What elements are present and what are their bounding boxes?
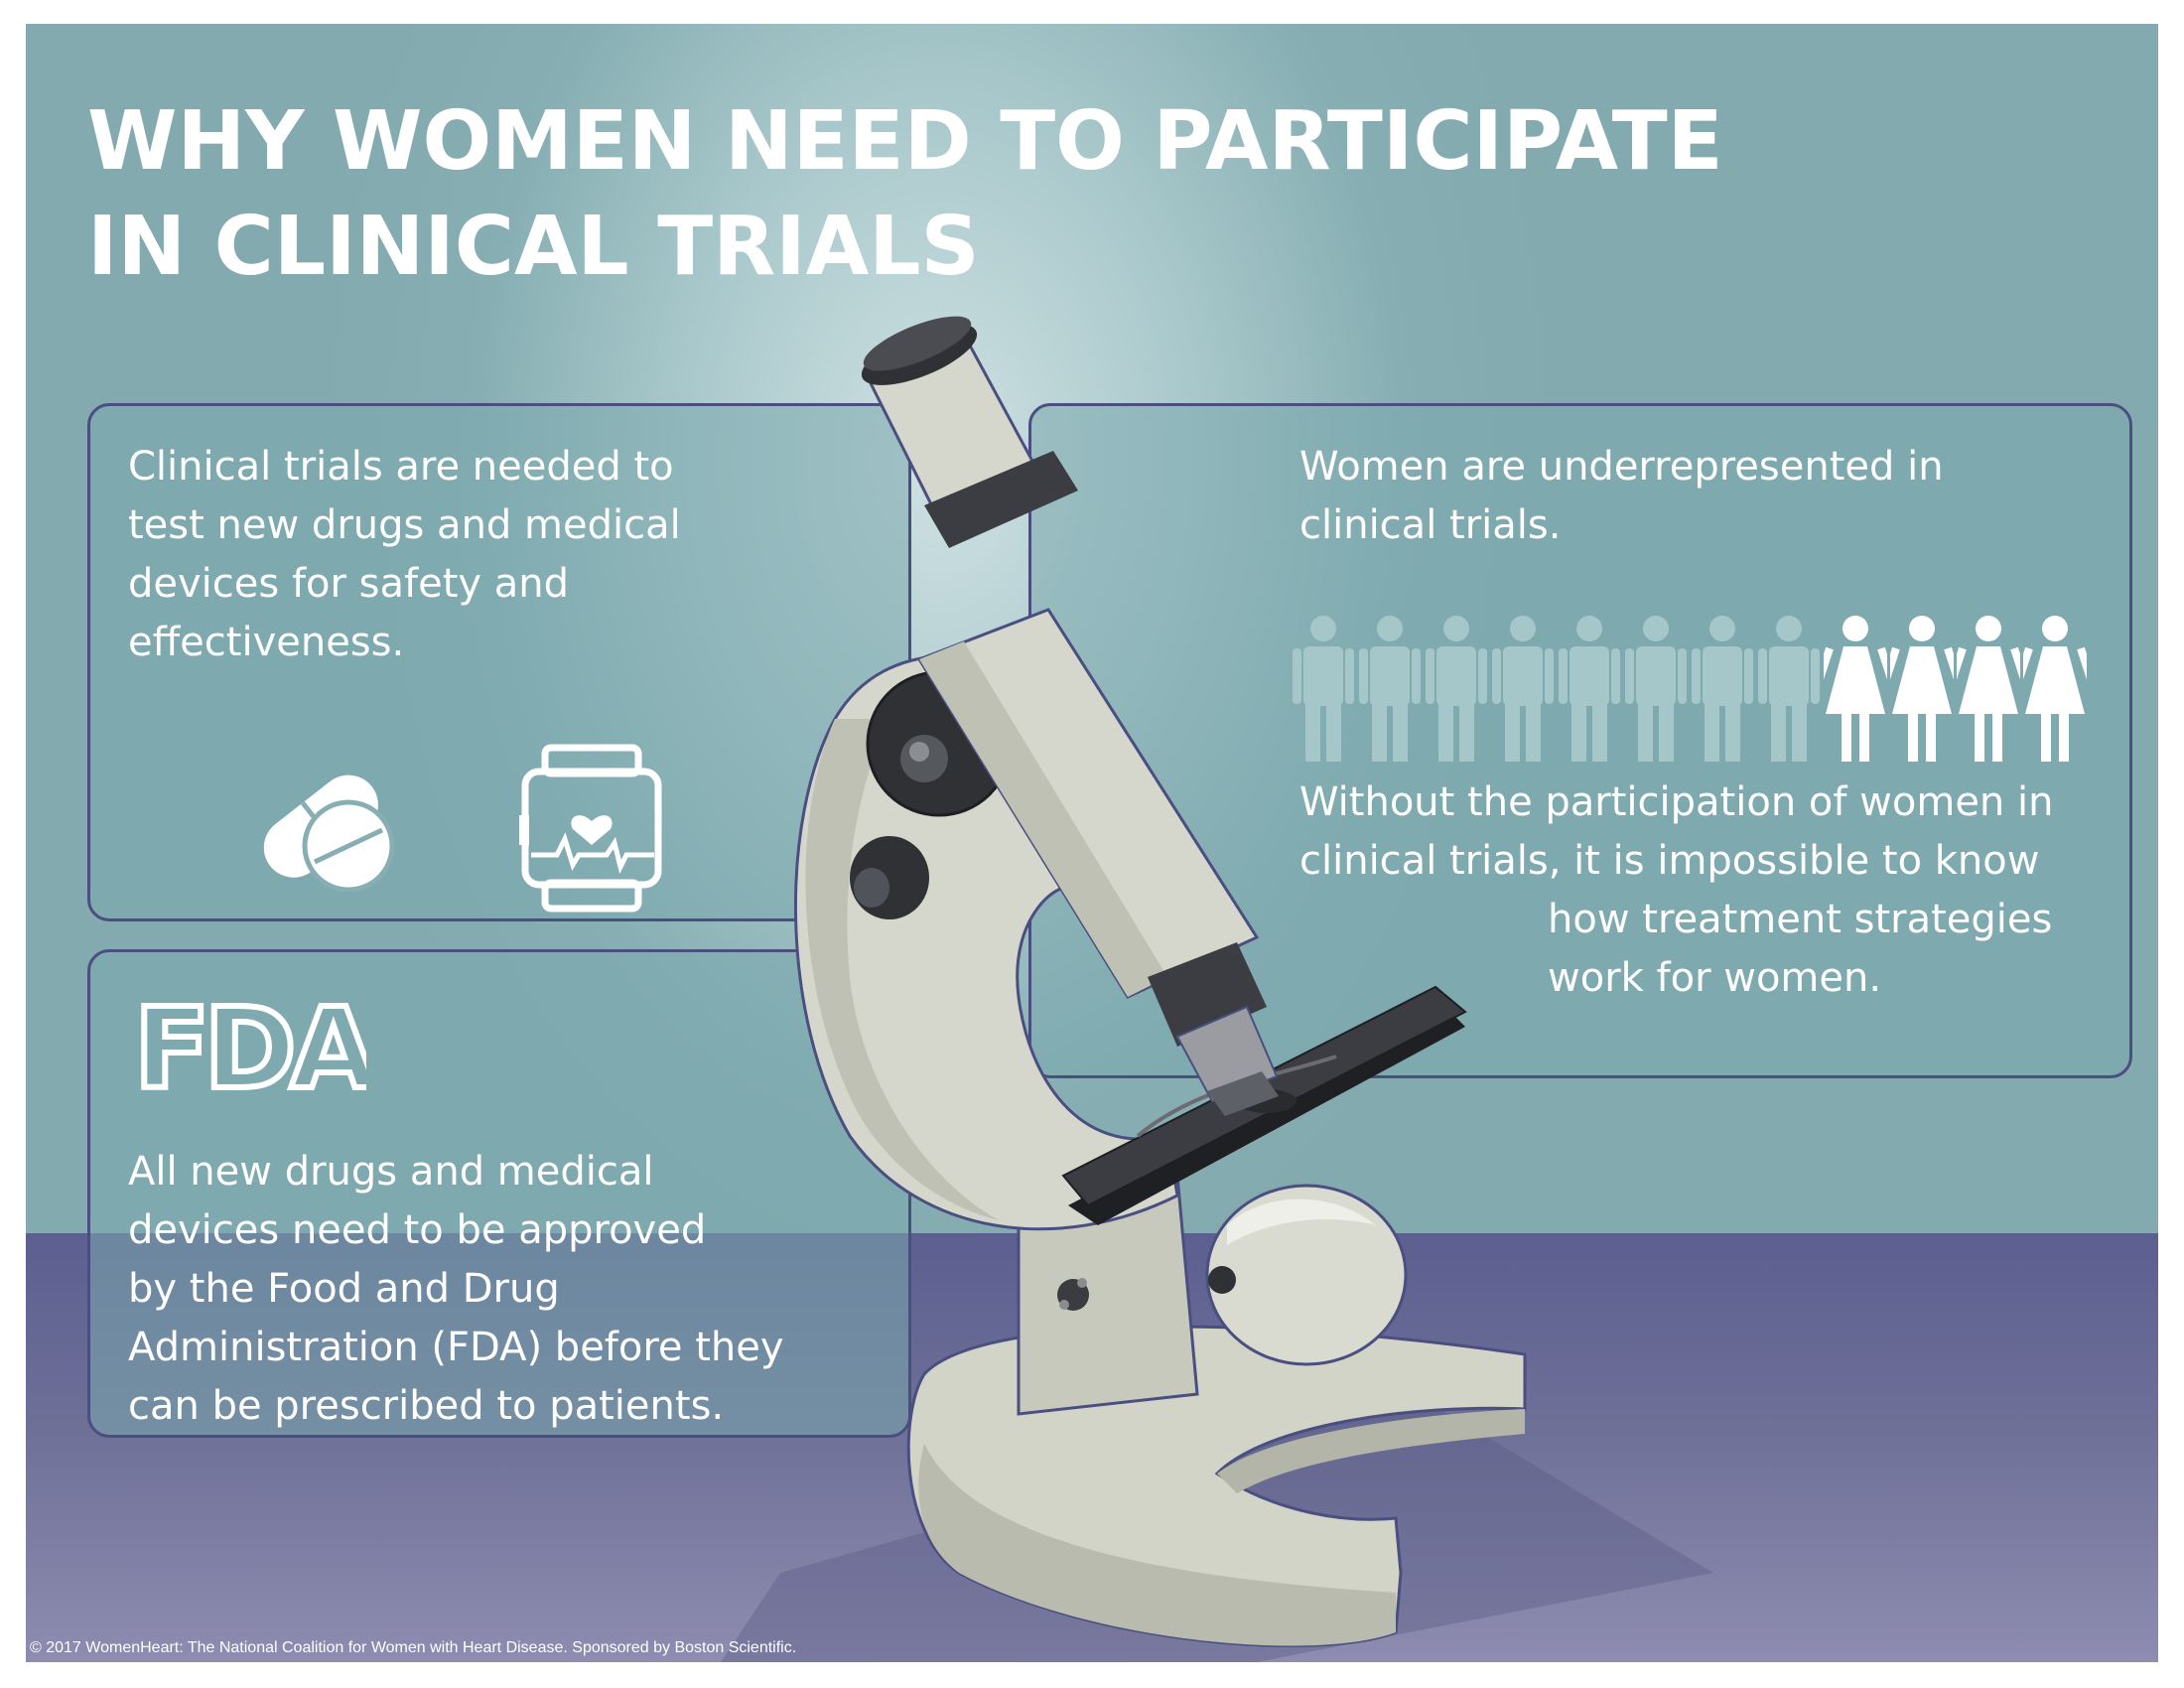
man-figure-icon: [1492, 616, 1554, 762]
woman-figure-icon: [2023, 616, 2087, 762]
people-row: [1292, 615, 2106, 764]
fda-line: All new drugs and medical: [128, 1149, 654, 1195]
page-title: WHY WOMEN NEED TO PARTICIPATE IN CLINICA…: [87, 89, 1723, 300]
fda-line: by the Food and Drug: [128, 1266, 560, 1312]
fda-panel: FDA All new drugs and medical devices ne…: [87, 949, 911, 1438]
fda-logo-text: FDA: [134, 992, 366, 1101]
fda-line: Administration (FDA) before they: [128, 1325, 784, 1370]
drugs-line: devices for safety and: [128, 561, 570, 607]
fda-line: can be prescribed to patients.: [128, 1383, 725, 1429]
drugs-panel-text: Clinical trials are needed to test new d…: [128, 438, 681, 672]
woman-figure-icon: [1957, 616, 2020, 762]
woman-figure-icon: [1824, 616, 1887, 762]
man-figure-icon: [1426, 616, 1487, 762]
fda-line: devices need to be approved: [128, 1207, 707, 1253]
women-closing-text: Without the participation of women in cl…: [1299, 774, 2053, 1008]
drugs-line: Clinical trials are needed to: [128, 444, 674, 490]
drugs-line: effectiveness.: [128, 620, 405, 665]
heart-monitor-icon: [519, 744, 662, 913]
fda-logo: FDA: [131, 992, 366, 1101]
women-intro-text: Women are underrepresented in clinical t…: [1031, 438, 1944, 555]
man-figure-icon: [1293, 616, 1354, 762]
women-closing-line: how treatment strategies: [1548, 897, 2053, 942]
man-figure-icon: [1692, 616, 1753, 762]
women-intro-line: Women are underrepresented in: [1299, 444, 1944, 490]
man-figure-icon: [1559, 616, 1620, 762]
man-figure-icon: [1359, 616, 1421, 762]
women-closing-line: Without the participation of women in: [1299, 779, 2054, 825]
footer-credit: © 2017 WomenHeart: The National Coalitio…: [30, 1639, 797, 1656]
women-panel: Women are underrepresented in clinical t…: [1028, 403, 2132, 1078]
women-closing-line: clinical trials, it is impossible to kno…: [1299, 838, 2040, 884]
title-line-2: IN CLINICAL TRIALS: [87, 200, 980, 294]
infographic-poster: WHY WOMEN NEED TO PARTICIPATE IN CLINICA…: [26, 24, 2158, 1662]
fda-panel-text: All new drugs and medical devices need t…: [128, 1143, 784, 1436]
title-line-1: WHY WOMEN NEED TO PARTICIPATE: [87, 94, 1723, 189]
women-closing-line: work for women.: [1548, 955, 1882, 1001]
woman-figure-icon: [1890, 616, 1954, 762]
pills-icon: [263, 774, 395, 893]
drugs-line: test new drugs and medical: [128, 502, 681, 548]
man-figure-icon: [1758, 616, 1820, 762]
microscope-icon: [721, 316, 1713, 1662]
man-figure-icon: [1625, 616, 1687, 762]
women-intro-line: clinical trials.: [1299, 502, 1562, 548]
